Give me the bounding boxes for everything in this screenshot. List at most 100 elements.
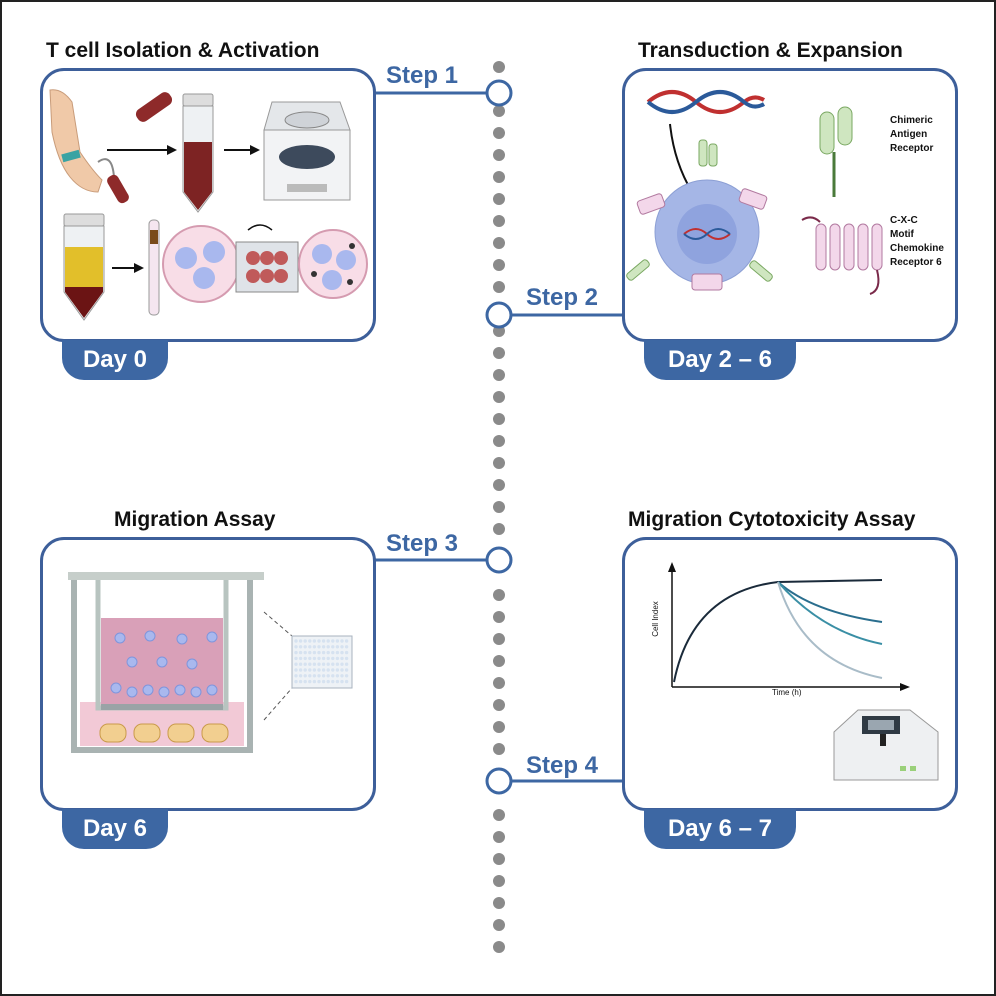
day-tab-6: Day 6 bbox=[62, 809, 168, 849]
plate-well bbox=[298, 639, 303, 643]
plate-well bbox=[335, 668, 340, 672]
step4-connector bbox=[485, 767, 624, 795]
plate-well bbox=[326, 679, 330, 684]
day-tab-0: Day 0 bbox=[62, 340, 168, 380]
plate-well bbox=[331, 662, 335, 666]
plate-well bbox=[340, 674, 344, 678]
timeline-dot bbox=[493, 347, 505, 359]
timeline-dot bbox=[493, 699, 505, 711]
panel1-illustration bbox=[49, 89, 368, 321]
timeline-dot bbox=[493, 369, 505, 381]
plate-well bbox=[308, 639, 312, 643]
plate-well bbox=[317, 650, 321, 655]
step3-label: Step 3 bbox=[386, 530, 459, 557]
timeline-dot bbox=[493, 941, 505, 953]
plate-well bbox=[308, 650, 312, 655]
plate-well bbox=[321, 645, 326, 649]
timeline-dot bbox=[493, 215, 505, 227]
plate-well bbox=[308, 679, 312, 684]
plate-well bbox=[294, 662, 298, 666]
plate-well bbox=[312, 662, 317, 666]
timeline-dot bbox=[493, 875, 505, 887]
timeline-dot bbox=[493, 809, 505, 821]
plate-well bbox=[294, 650, 298, 655]
plate-well bbox=[298, 674, 303, 678]
plate-well bbox=[317, 679, 321, 684]
plate-well bbox=[340, 662, 344, 666]
plate-well bbox=[321, 639, 326, 643]
timeline-dot bbox=[493, 259, 505, 271]
plate-well bbox=[317, 662, 321, 666]
plate-well bbox=[331, 639, 335, 643]
plate-well bbox=[326, 639, 330, 643]
plate-well bbox=[340, 650, 344, 655]
timeline-dot bbox=[493, 391, 505, 403]
title-isolation: T cell Isolation & Activation bbox=[46, 39, 320, 62]
plate-well bbox=[321, 662, 326, 666]
plate-well bbox=[331, 679, 335, 684]
plate-well bbox=[294, 639, 298, 643]
title-transduction: Transduction & Expansion bbox=[638, 39, 903, 62]
plate-well bbox=[326, 650, 330, 655]
title-migration: Migration Assay bbox=[114, 508, 276, 531]
plate-well bbox=[340, 645, 344, 649]
plate-well bbox=[303, 656, 307, 661]
plate-well bbox=[331, 650, 335, 655]
plate-well bbox=[312, 679, 317, 684]
timeline-dot bbox=[493, 611, 505, 623]
timeline-dot bbox=[493, 193, 505, 205]
plate-well bbox=[340, 668, 344, 672]
plate-well bbox=[312, 650, 317, 655]
plate-well bbox=[308, 674, 312, 678]
plate-well bbox=[321, 679, 326, 684]
timeline bbox=[493, 61, 505, 953]
plate-well bbox=[335, 656, 340, 661]
car-legend-label: Chimeric Antigen Receptor bbox=[890, 115, 934, 154]
plate-well bbox=[344, 639, 349, 643]
plate-well bbox=[344, 650, 349, 655]
plate-well bbox=[298, 650, 303, 655]
timeline-dot bbox=[493, 743, 505, 755]
plate-well bbox=[326, 674, 330, 678]
plate-well bbox=[312, 656, 317, 661]
plate-well bbox=[317, 639, 321, 643]
plate-well bbox=[317, 645, 321, 649]
panel4-chart bbox=[668, 562, 939, 781]
step4-label: Step 4 bbox=[526, 752, 599, 779]
plate-well bbox=[340, 679, 344, 684]
step1-connector bbox=[374, 79, 513, 107]
plate-well bbox=[298, 679, 303, 684]
plate-well bbox=[335, 679, 340, 684]
plate-well bbox=[335, 639, 340, 643]
plate-well bbox=[326, 656, 330, 661]
day-tab-2-6: Day 2 – 6 bbox=[644, 340, 796, 380]
plate-well bbox=[312, 668, 317, 672]
plate-well bbox=[317, 674, 321, 678]
timeline-dot bbox=[493, 281, 505, 293]
timeline-dot bbox=[493, 479, 505, 491]
plate-well bbox=[294, 674, 298, 678]
plate-well bbox=[312, 645, 317, 649]
plate-well bbox=[344, 668, 349, 672]
timeline-dot bbox=[493, 149, 505, 161]
plate-well bbox=[340, 639, 344, 643]
plate-well bbox=[326, 668, 330, 672]
panel2-illustration bbox=[626, 90, 883, 295]
plate-well bbox=[294, 679, 298, 684]
plate-well bbox=[303, 674, 307, 678]
plate-well bbox=[321, 650, 326, 655]
timeline-dot bbox=[493, 919, 505, 931]
timeline-dot bbox=[493, 633, 505, 645]
plate-well bbox=[326, 645, 330, 649]
plate-well bbox=[294, 645, 298, 649]
plate-well bbox=[298, 645, 303, 649]
plate-well bbox=[308, 645, 312, 649]
step1-label: Step 1 bbox=[386, 62, 459, 89]
timeline-dot bbox=[493, 853, 505, 865]
plate-well bbox=[308, 662, 312, 666]
chart-xlabel: Time (h) bbox=[772, 688, 802, 697]
timeline-dot bbox=[493, 897, 505, 909]
timeline-dot bbox=[493, 457, 505, 469]
